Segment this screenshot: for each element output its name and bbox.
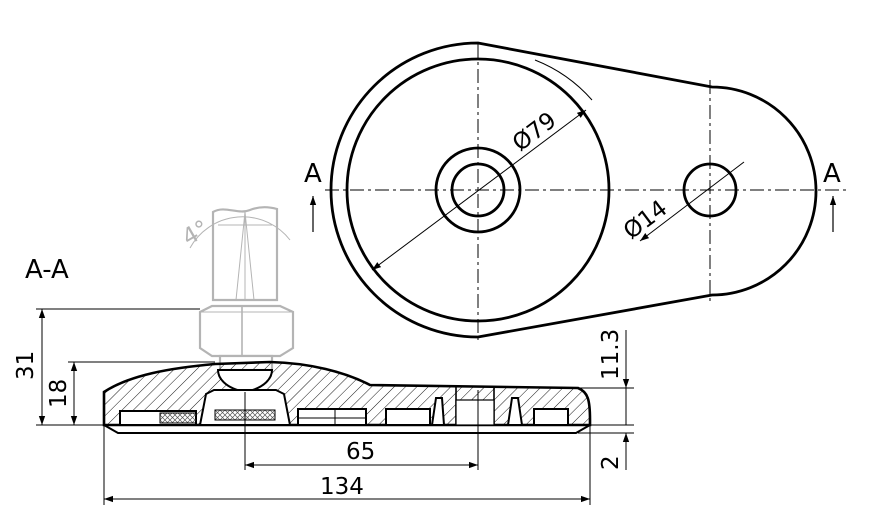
- dim-label-65: 65: [346, 439, 375, 465]
- plan-centerlines: [325, 44, 850, 340]
- dim-label-134: 134: [320, 474, 364, 500]
- dimensions: [36, 308, 634, 505]
- cavity-far-right: [533, 408, 569, 426]
- dim-label-d79: Ø79: [508, 108, 561, 157]
- plan-view: Ø79 Ø14 A A: [304, 41, 850, 340]
- cut-marker-left-label: A: [304, 159, 322, 189]
- section-view: [102, 360, 592, 434]
- section-title: A-A: [25, 255, 69, 285]
- mounting-hole: [682, 162, 738, 218]
- rib-zone: [430, 397, 524, 426]
- dim-line-d79: [371, 109, 587, 271]
- tangent-arc: [534, 59, 593, 101]
- cavity-mid: [297, 408, 367, 426]
- dim-label-11-3: 11.3: [598, 329, 624, 380]
- cut-marker-left: A: [304, 159, 322, 232]
- dim-label-angle: 4°: [178, 216, 214, 252]
- dim-label-18: 18: [46, 379, 72, 408]
- cut-marker-right: A: [823, 159, 841, 232]
- dim-label-2: 2: [598, 455, 624, 470]
- pad-left: [159, 412, 197, 424]
- ghost-stud: [189, 206, 295, 372]
- dim-label-d14: Ø14: [619, 196, 672, 245]
- cut-marker-right-label: A: [823, 159, 841, 189]
- bottom-rim: [103, 424, 591, 434]
- dim-label-31: 31: [13, 351, 39, 380]
- base-outline: [329, 41, 818, 339]
- dim-line-d14: [639, 161, 745, 242]
- cavity-right: [385, 408, 431, 426]
- base-inner-circle: [345, 57, 611, 323]
